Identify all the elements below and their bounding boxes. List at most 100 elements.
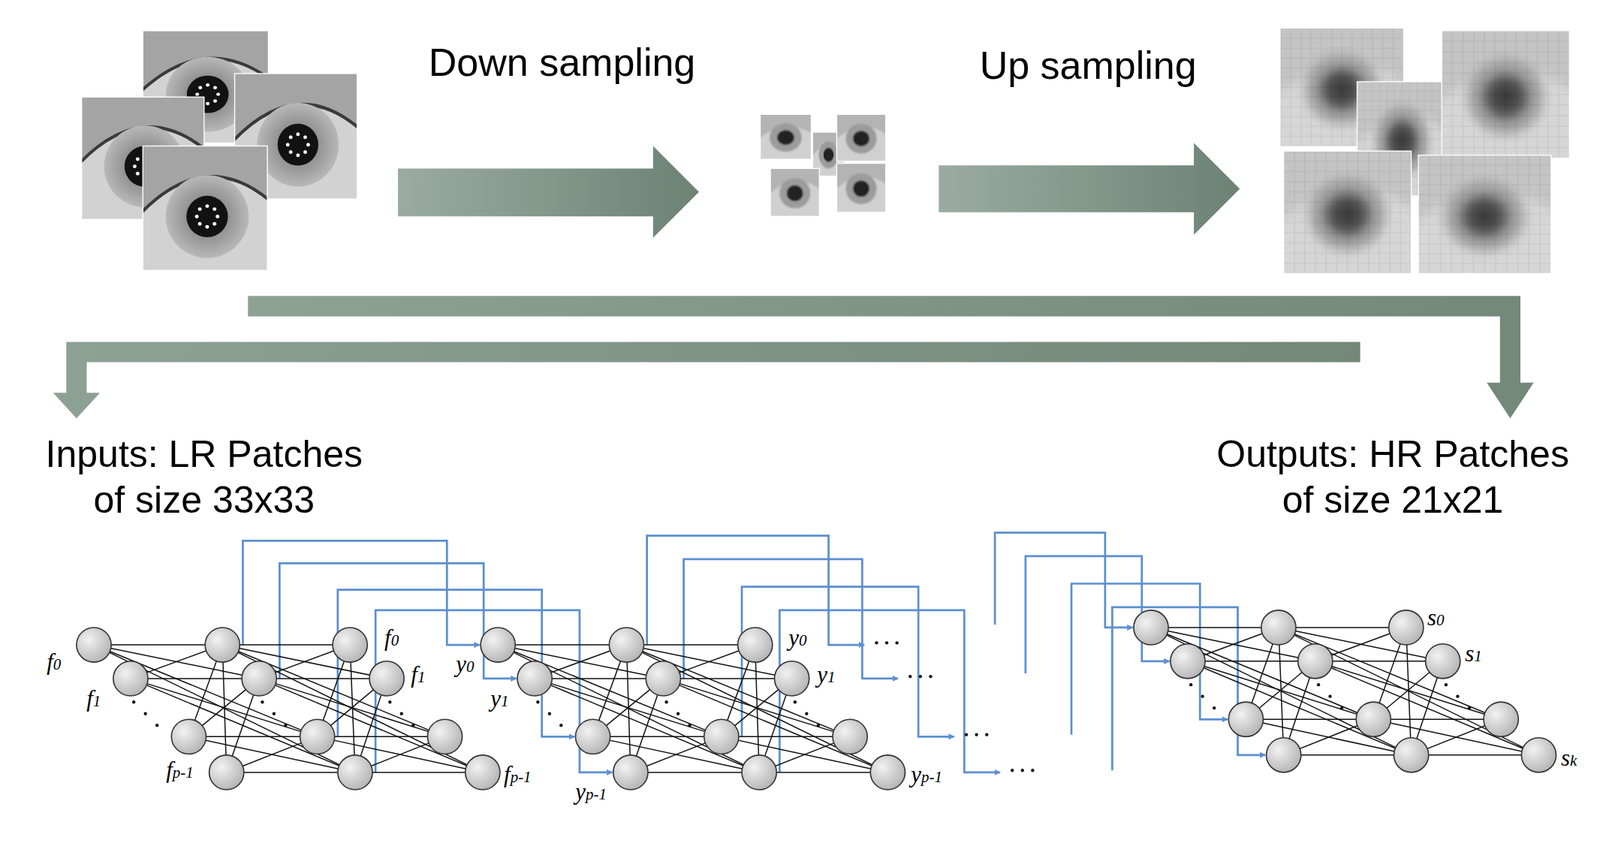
weight-line — [317, 736, 446, 738]
neuron-circle — [1266, 738, 1302, 773]
neuron-label: yp-1 — [909, 761, 944, 788]
weight-line — [626, 644, 630, 773]
weight-line — [1278, 627, 1540, 756]
ellipsis-dot — [536, 700, 540, 704]
neuron-circle — [76, 627, 112, 663]
weight-line — [755, 644, 760, 773]
neuron-circle — [645, 661, 681, 697]
neuron-circle — [741, 755, 777, 790]
weight-line — [222, 644, 483, 773]
ellipsis-dot — [1200, 695, 1204, 699]
blurry-eye-image — [1431, 20, 1580, 169]
skip-line — [1111, 607, 1266, 771]
weight-line — [1278, 627, 1501, 720]
neuron-circle — [1133, 610, 1169, 645]
neuron-circle — [613, 755, 648, 790]
neuron-circle — [1170, 644, 1206, 679]
ellipsis-dot — [1189, 683, 1193, 687]
weight-line — [534, 677, 663, 679]
ellipsis-dot — [874, 641, 878, 645]
neuron-label: y0 — [454, 650, 475, 678]
weight-line — [1151, 627, 1374, 720]
ellipsis-dot — [1328, 695, 1332, 699]
io-label: Inputs: LR Patches of size 33x33 — [34, 431, 374, 524]
ellipsis-dot — [804, 712, 808, 716]
io-label: Outputs: HR Patches of size 21x21 — [1205, 431, 1581, 524]
ellipsis-dot — [1316, 683, 1320, 687]
neuron-label: y1 — [489, 685, 510, 712]
weight-line — [222, 644, 350, 645]
weight-line — [226, 771, 356, 773]
neuron-circle — [300, 719, 335, 754]
weight-line — [1406, 627, 1412, 756]
neuron-circle — [1393, 738, 1429, 773]
neuron-circle — [1521, 738, 1556, 773]
neuron-label: fp-1 — [503, 761, 533, 788]
neuron-circle — [1298, 644, 1333, 679]
neuron-circle — [209, 755, 245, 790]
neuron-circle — [517, 661, 552, 697]
neuron-label: f1 — [409, 661, 426, 688]
ellipsis-dot — [687, 723, 691, 727]
weight-line — [662, 677, 792, 679]
ellipsis-dot — [272, 712, 276, 716]
neuron-circle — [480, 627, 516, 663]
neuron-label: f0 — [45, 648, 62, 675]
neuron-circle — [241, 661, 277, 697]
image-border — [759, 114, 811, 160]
neuron-label: y1 — [816, 661, 836, 688]
ellipsis-dot — [793, 700, 797, 704]
neuron-circle — [1228, 702, 1263, 737]
ellipsis-dot — [260, 700, 264, 704]
neuron-circle — [332, 627, 368, 663]
neuron-circle — [1483, 702, 1519, 737]
small-eye-image — [832, 110, 890, 166]
weight-line — [349, 644, 356, 773]
weight-line — [130, 678, 356, 773]
ellipsis-dot — [885, 641, 889, 645]
weight-line — [626, 644, 850, 737]
ellipsis-dot — [676, 712, 680, 716]
skip-line — [279, 563, 516, 679]
ellipsis-dot — [143, 712, 147, 716]
step-label: Down sampling — [428, 40, 697, 86]
weight-line — [188, 736, 317, 738]
skip-line — [1025, 556, 1170, 674]
ellipsis-dot — [1467, 706, 1471, 710]
weight-line — [93, 644, 318, 737]
neuron-label: s0 — [1426, 604, 1446, 631]
hr-images — [71, 30, 368, 271]
image-border — [770, 168, 820, 217]
neuron-label: yp-1 — [574, 778, 608, 805]
neuron-circle — [204, 627, 240, 663]
weight-line — [1187, 661, 1412, 756]
neuron-circle — [1261, 610, 1296, 645]
weight-line — [93, 644, 223, 645]
image-border — [1283, 150, 1412, 274]
weight-line — [1411, 754, 1540, 756]
weight-line — [626, 644, 888, 773]
weight-line — [222, 644, 226, 773]
bracket-arrow — [53, 341, 1361, 419]
ellipsis-dots — [132, 641, 1471, 772]
ellipsis-dot — [1212, 706, 1216, 710]
image-border — [836, 163, 886, 213]
weight-line — [130, 677, 260, 679]
small-eye-image — [766, 164, 824, 221]
ellipsis-dot — [155, 723, 159, 727]
block-arrow — [938, 142, 1240, 235]
ellipsis-dot — [388, 700, 392, 704]
network-weights — [93, 627, 1539, 773]
neuron-circle — [113, 661, 148, 697]
neuron-label: fp-1 — [165, 756, 195, 784]
ellipsis-dot — [1030, 768, 1034, 772]
neuron-label: f0 — [383, 624, 400, 651]
image-border — [1418, 155, 1552, 275]
neuron-circle — [465, 755, 501, 790]
lr-images — [756, 110, 890, 220]
weight-line — [1245, 719, 1374, 721]
neuron-label: y0 — [787, 624, 808, 651]
ellipsis-dot — [1010, 768, 1014, 772]
